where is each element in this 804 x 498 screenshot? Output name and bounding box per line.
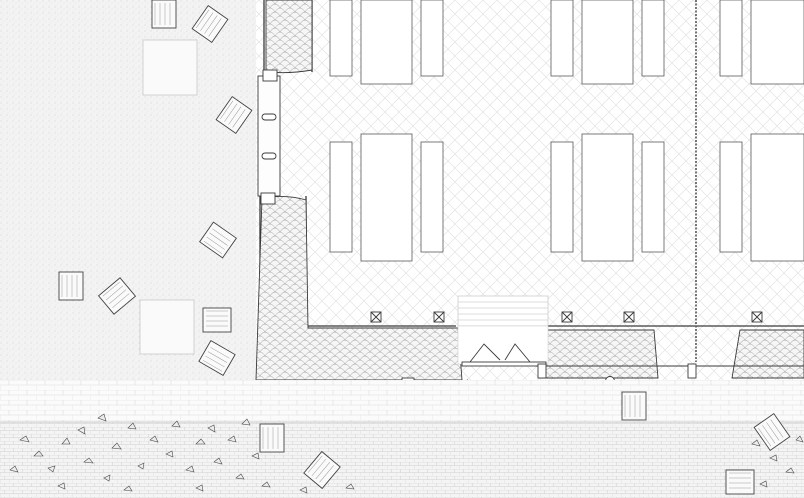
column-base	[262, 69, 278, 82]
column-marker	[751, 311, 763, 323]
chair	[303, 450, 341, 490]
column-marker	[433, 311, 445, 323]
entrance-stairs	[457, 295, 549, 365]
chair	[202, 307, 232, 333]
planting-strip-east	[731, 329, 804, 379]
chair	[753, 413, 791, 451]
street-cobbles	[0, 422, 804, 498]
chair	[58, 271, 84, 301]
chair	[151, 0, 177, 29]
column-markers	[370, 311, 763, 323]
chair	[725, 469, 755, 495]
sidewalk	[0, 380, 804, 422]
column-marker	[623, 311, 635, 323]
interior-furniture	[329, 0, 804, 262]
column-marker	[561, 311, 573, 323]
chair	[199, 221, 237, 259]
column-marker	[370, 311, 382, 323]
planting-strip-middle	[539, 329, 659, 379]
column-base	[260, 192, 276, 205]
chair	[97, 277, 137, 315]
courtyard-tables	[139, 39, 198, 355]
glazing-band	[257, 69, 281, 205]
scattered-leaves	[9, 413, 804, 494]
chair	[191, 5, 229, 43]
courtyard-chairs	[58, 0, 791, 495]
chair	[198, 339, 236, 377]
chair	[621, 391, 647, 421]
chair	[215, 96, 253, 134]
courtyard-table	[139, 299, 195, 355]
courtyard-table	[142, 39, 198, 96]
chair	[259, 423, 285, 453]
planting-strip-north	[265, 0, 313, 74]
